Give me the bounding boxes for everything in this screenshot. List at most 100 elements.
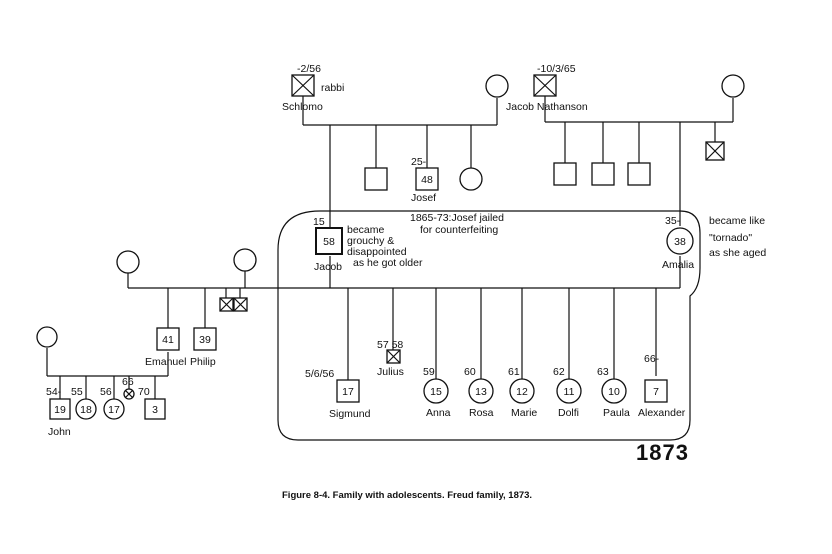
schlomo-wife-symbol xyxy=(485,74,509,98)
anna-age: 15 xyxy=(430,386,442,398)
sib18-symbol xyxy=(75,398,97,420)
marie-age: 12 xyxy=(516,386,528,398)
dolfi-age: 11 xyxy=(564,386,575,398)
sib3-birth: 70 xyxy=(138,386,150,398)
jacob-second-wife-symbol xyxy=(233,248,257,272)
emanuel-name: Emanuel xyxy=(145,356,186,368)
amalia-note-line2: "tornado" xyxy=(709,232,752,244)
amalia-sibling-2-symbol xyxy=(591,162,615,186)
rosa-symbol xyxy=(468,378,494,404)
jacob-amalia-marriage-lines xyxy=(330,256,681,380)
jacob-first-marriage-lines xyxy=(127,256,331,328)
anna-symbol xyxy=(423,378,449,404)
amalia-note-line3: as she aged xyxy=(709,247,766,259)
john-birth: 54- xyxy=(46,386,62,398)
anna-name: Anna xyxy=(426,407,451,419)
nathanson-symbol xyxy=(533,74,557,97)
julius-symbol xyxy=(386,349,401,364)
household-boundary xyxy=(277,210,701,441)
anna-birth: 59 xyxy=(423,366,435,378)
schlomo-role: rabbi xyxy=(321,82,344,94)
amalia-sibling-deceased-symbol xyxy=(705,141,725,161)
nathanson-wife-symbol xyxy=(721,74,745,98)
paula-name: Paula xyxy=(603,407,630,419)
philip-age: 39 xyxy=(199,334,211,346)
amalia-sibling-1-symbol xyxy=(553,162,577,186)
rosa-birth: 60 xyxy=(464,366,476,378)
emanuel-symbol xyxy=(156,327,180,351)
paula-age: 10 xyxy=(608,386,620,398)
nathanson-name: Jacob Nathanson xyxy=(506,101,588,113)
deceased-child-2-symbol xyxy=(233,297,248,312)
schlomo-name: Schlomo xyxy=(282,101,323,113)
sib-deceased-birth: 66 xyxy=(122,376,134,388)
schlomo-family-lines xyxy=(302,96,498,228)
alexander-symbol xyxy=(644,379,668,403)
philip-symbol xyxy=(193,327,217,351)
alexander-age: 7 xyxy=(653,386,659,398)
rosa-age: 13 xyxy=(475,386,487,398)
amalia-name: Amalia xyxy=(662,259,694,271)
emanuel-age: 41 xyxy=(162,334,174,346)
jacob-sibling-3-symbol xyxy=(459,167,483,191)
sib17-birth: 56 xyxy=(100,386,112,398)
sib-deceased-symbol xyxy=(123,388,135,400)
sigmund-birth: 5/6/56 xyxy=(305,368,334,380)
jacob-note-line4: as he got older xyxy=(353,257,423,269)
jacob-note-line2: grouchy & xyxy=(347,235,394,247)
philip-name: Philip xyxy=(190,356,216,368)
nathanson-date: -10/3/65 xyxy=(537,63,576,75)
john-age: 19 xyxy=(54,404,66,416)
josef-name: Josef xyxy=(411,192,436,204)
alexander-name: Alexander xyxy=(638,407,686,419)
sib18-age: 18 xyxy=(80,404,92,416)
schlomo-symbol xyxy=(291,74,315,97)
paula-symbol xyxy=(601,378,627,404)
sib3-age: 3 xyxy=(152,404,158,416)
emanuel-family-lines xyxy=(46,348,169,399)
amalia-birth: 35- xyxy=(665,215,681,227)
sib18-birth: 55 xyxy=(71,386,83,398)
amalia-symbol xyxy=(666,227,694,255)
figure-caption: Figure 8-4. Family with adolescents. Fre… xyxy=(282,490,532,501)
jacob-note-line3: disappointed xyxy=(347,246,407,258)
sigmund-name: Sigmund xyxy=(329,408,371,420)
josef-jailed-line1: 1865-73:Josef jailed xyxy=(410,212,504,224)
dolfi-birth: 62 xyxy=(553,366,565,378)
josef-symbol xyxy=(415,167,439,191)
deceased-child-1-symbol xyxy=(219,297,234,312)
john-symbol xyxy=(49,398,71,420)
paula-birth: 63 xyxy=(597,366,609,378)
rosa-name: Rosa xyxy=(469,407,494,419)
jacob-age: 58 xyxy=(323,236,335,248)
marie-symbol xyxy=(509,378,535,404)
marie-birth: 61 xyxy=(508,366,520,378)
dolfi-symbol xyxy=(556,378,582,404)
amalia-age: 38 xyxy=(674,236,686,248)
sigmund-symbol xyxy=(336,379,360,403)
year-label: 1873 xyxy=(636,440,689,465)
julius-name: Julius xyxy=(377,366,404,378)
jacob-sibling-1-symbol xyxy=(364,167,388,191)
dolfi-name: Dolfi xyxy=(558,407,579,419)
nathanson-family-lines xyxy=(544,96,734,226)
julius-birth: 57 58 xyxy=(377,339,403,351)
marie-name: Marie xyxy=(511,407,537,419)
john-name: John xyxy=(48,426,71,438)
amalia-sibling-3-symbol xyxy=(627,162,651,186)
alexander-birth: 66- xyxy=(644,353,660,365)
sib17-symbol xyxy=(103,398,125,420)
sib17-age: 17 xyxy=(108,404,120,416)
josef-age: 48 xyxy=(421,174,433,186)
jacob-birth: 15 xyxy=(313,216,325,228)
emanuel-wife-symbol xyxy=(36,326,58,348)
josef-birth: 25- xyxy=(411,156,427,168)
jacob-name: Jacob xyxy=(314,261,342,273)
jacob-first-wife-symbol xyxy=(116,250,140,274)
schlomo-date: -2/56 xyxy=(297,63,321,75)
amalia-note-line1: became like xyxy=(709,215,765,227)
sib3-symbol xyxy=(144,398,166,420)
jacob-note-line1: became xyxy=(347,224,385,236)
josef-jailed-line2: for counterfeiting xyxy=(420,224,498,236)
